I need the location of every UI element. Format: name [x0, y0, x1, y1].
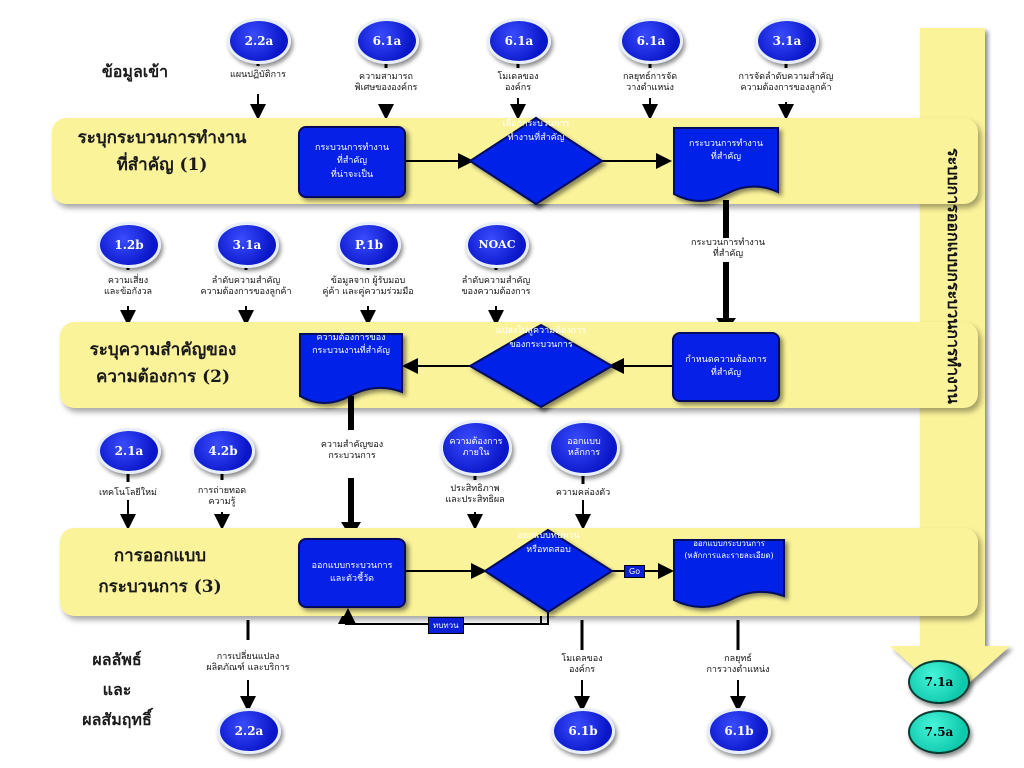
input-label: ลำดับความสำคัญ ของความต้องการ [461, 276, 531, 297]
ref-oval-teal: 7.5a [908, 710, 970, 754]
ref-oval: 2.2a [217, 708, 281, 754]
ref-oval: 2.2a [227, 18, 291, 64]
ref-oval: 6.1a [487, 18, 551, 64]
row2-process-box: กำหนดความต้องการ ที่สำคัญ [672, 332, 780, 402]
input-label: ประสิทธิภาพ และประสิทธิผล [445, 484, 505, 505]
ref-oval: 3.1a [215, 222, 279, 268]
input-label: ลำดับความสำคัญ ความต้องการของลูกค้า [200, 276, 292, 297]
row2-title: ระบุความสำคัญของ ความต้องการ (2) [68, 340, 258, 389]
ref-oval: 6.1b [707, 708, 771, 754]
side-arrow-label: ระบบการออกแบบกระบวนการทำงาน [944, 148, 963, 404]
row2-title-line2: ความต้องการ (2) [95, 367, 231, 388]
input-label: ข้อมูลจาก ผู้รับมอบ คู่ค้า และคู่ความร่ว… [322, 276, 414, 297]
input-label: ความเสี่ยง และข้อกังวล [103, 276, 153, 297]
ref-oval: 2.1a [97, 428, 161, 474]
input-label: การถ่ายทอด ความรู้ [197, 486, 247, 507]
ref-oval: ออกแบบ หลักการ [548, 420, 620, 476]
ref-oval: P.1b [337, 222, 401, 268]
review-tag: ทบทวน [428, 617, 464, 634]
row2-diamond-label: แปลงไปสู่ความต้องการ ของกระบวนการ [495, 326, 587, 350]
ref-oval: 6.1b [551, 708, 615, 754]
output-label: กลยุทธ์ การวางตำแหน่ง [706, 654, 770, 675]
output-arrows [240, 680, 746, 712]
ref-oval: 1.2b [97, 222, 161, 268]
row3-title-line1: การออกแบบ [113, 546, 207, 566]
input-label: กลยุทธ์การจัด วางตำแหน่ง [622, 72, 678, 93]
input-label: ความสามารถ พิเศษขององค์กร [354, 72, 418, 93]
row1-input-arrows [250, 94, 794, 120]
row1-title-line1: ระบุกระบวนการทำงาน [77, 128, 247, 148]
row3-title-line2: กระบวนการ (3) [98, 577, 222, 598]
input-label: เทคโนโลยีใหม่ [99, 488, 157, 498]
row2-title-line1: ระบุความสำคัญของ [89, 340, 237, 360]
connector-label: ความสำคัญของ กระบวนการ [320, 440, 384, 462]
row2-doc-label: ความต้องการของ กระบวนงานที่สำคัญ [312, 333, 390, 357]
output-stems [246, 620, 740, 650]
row3-title: การออกแบบ กระบวนการ (3) [70, 546, 250, 599]
row3-input-arrows [120, 500, 591, 530]
ref-oval: NOAC [465, 222, 529, 268]
output-label: โมเดลของ องค์กร [561, 654, 603, 675]
output-title-line2: และ [102, 680, 132, 699]
row1-diamond-label: เลือกกระบวนการ ทำงานที่สำคัญ [502, 119, 570, 143]
input-label: โมเดลของ องค์กร [497, 72, 539, 93]
output-title-line1: ผลลัพธ์ [92, 650, 142, 669]
output-title-line3: ผลสัมฤทธิ์ [82, 710, 152, 729]
output-label: การเปลี่ยนแปลง ผลิตภัณฑ์ และบริการ [206, 652, 290, 673]
row3-process-box: ออกแบบกระบวนการ และตัวชี้วัด [298, 538, 406, 608]
row2-input-arrows [120, 306, 504, 326]
row1-title: ระบุกระบวนการทำงาน ที่สำคัญ (1) [62, 128, 262, 177]
go-tag: Go [624, 565, 646, 578]
connector-label: กระบวนการทำงาน ที่สำคัญ [691, 238, 765, 260]
input-label: ความคล่องตัว [555, 488, 611, 498]
row1-title-line2: ที่สำคัญ (1) [116, 155, 208, 176]
ref-oval: 6.1a [355, 18, 419, 64]
row3-doc-label: ออกแบบกระบวนการ (หลักการและรายละเอียด) [684, 539, 774, 560]
row3-diamond-label: ออกแบบทบทวน หรือทดสอบ [517, 531, 580, 555]
ref-oval: 3.1a [755, 18, 819, 64]
input-section-title: ข้อมูลเข้า [101, 62, 169, 81]
row1-doc-label: กระบวนการทำงาน ที่สำคัญ [689, 139, 763, 163]
ref-oval: 6.1a [619, 18, 683, 64]
row1-process-box: กระบวนการทำงาน ที่สำคัญ ที่น่าจะเป็น [298, 126, 406, 198]
ref-oval-teal: 7.1a [908, 660, 970, 704]
ref-oval: ความต้องการ ภายใน [440, 420, 512, 476]
output-title: ผลลัพธ์ และ ผลสัมฤทธิ์ [72, 650, 162, 730]
input-label: แผนปฏิบัติการ [230, 70, 286, 80]
input-label: การจัดลำดับความสำคัญ ความต้องการของลูกค้… [738, 72, 834, 93]
ref-oval: 4.2b [191, 428, 255, 474]
